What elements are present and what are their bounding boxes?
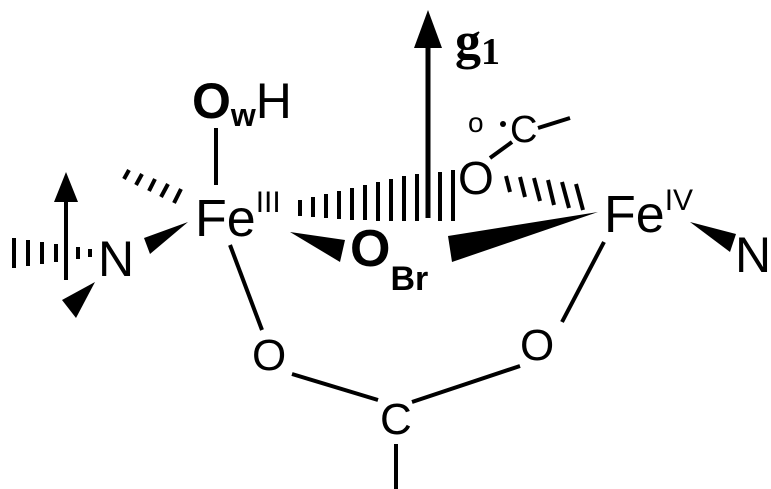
bridging-oxygen-label: OBr	[350, 220, 428, 298]
spin-arrow-left	[54, 172, 78, 280]
carbox-bottom-c-label: C	[380, 395, 412, 444]
fe-left-o-bond	[228, 244, 264, 331]
carbox-bottom-o-right-label: O	[520, 321, 554, 370]
fe-left-oxidation-state: III	[256, 186, 281, 219]
g1-axis-subscript: 1	[481, 31, 500, 73]
carbox-top-oalt-label: o	[468, 107, 484, 138]
bridging-subscript: Br	[390, 260, 428, 298]
fe-left-hashed-bond-upper	[122, 169, 183, 204]
g1-axis-arrow	[414, 10, 442, 218]
fe-right-n-wedge	[690, 222, 736, 252]
n-right-label: N	[735, 227, 771, 283]
carbox-top-c-methyl-bond	[537, 116, 571, 130]
fe-left-n-wedge	[144, 222, 188, 254]
fe-left-obr-wedge	[290, 232, 345, 262]
carbox-top-c-label: C	[510, 109, 537, 151]
g1-axis-main: g	[455, 13, 481, 70]
fe-fe-hashed-bond	[298, 170, 455, 221]
water-oxygen: O	[192, 73, 231, 129]
fe-right-label: FeIV	[604, 184, 693, 244]
carbox-top-fe-hashed-bond	[504, 175, 585, 211]
n-left-hashed-bond	[12, 238, 92, 268]
n-left-lower-wedge	[62, 282, 95, 318]
fe-right-symbol: Fe	[604, 186, 665, 244]
fe-right-oxidation-state: IV	[665, 184, 693, 217]
bridging-oxygen: O	[350, 220, 390, 278]
fe-right-obr-wedge	[448, 212, 598, 262]
water-oxygen-label: OwH	[192, 73, 292, 133]
carbox-bottom-o-left-label: O	[252, 331, 286, 380]
fe-left-symbol: Fe	[195, 190, 256, 248]
c-o-right-bond	[411, 364, 521, 404]
carbox-top-o-label: O	[458, 152, 494, 204]
n-left-label: N	[98, 231, 134, 287]
g1-axis-label: g1	[455, 13, 500, 73]
fe-left-label: FeIII	[195, 186, 281, 248]
carbox-top-dot	[500, 121, 506, 127]
water-hydrogen: H	[256, 73, 292, 129]
o-left-c-bond	[291, 372, 379, 402]
water-subscript: w	[230, 97, 256, 133]
o-right-fe-bond	[560, 241, 606, 323]
carbox-top-o-c-bond	[488, 140, 514, 160]
